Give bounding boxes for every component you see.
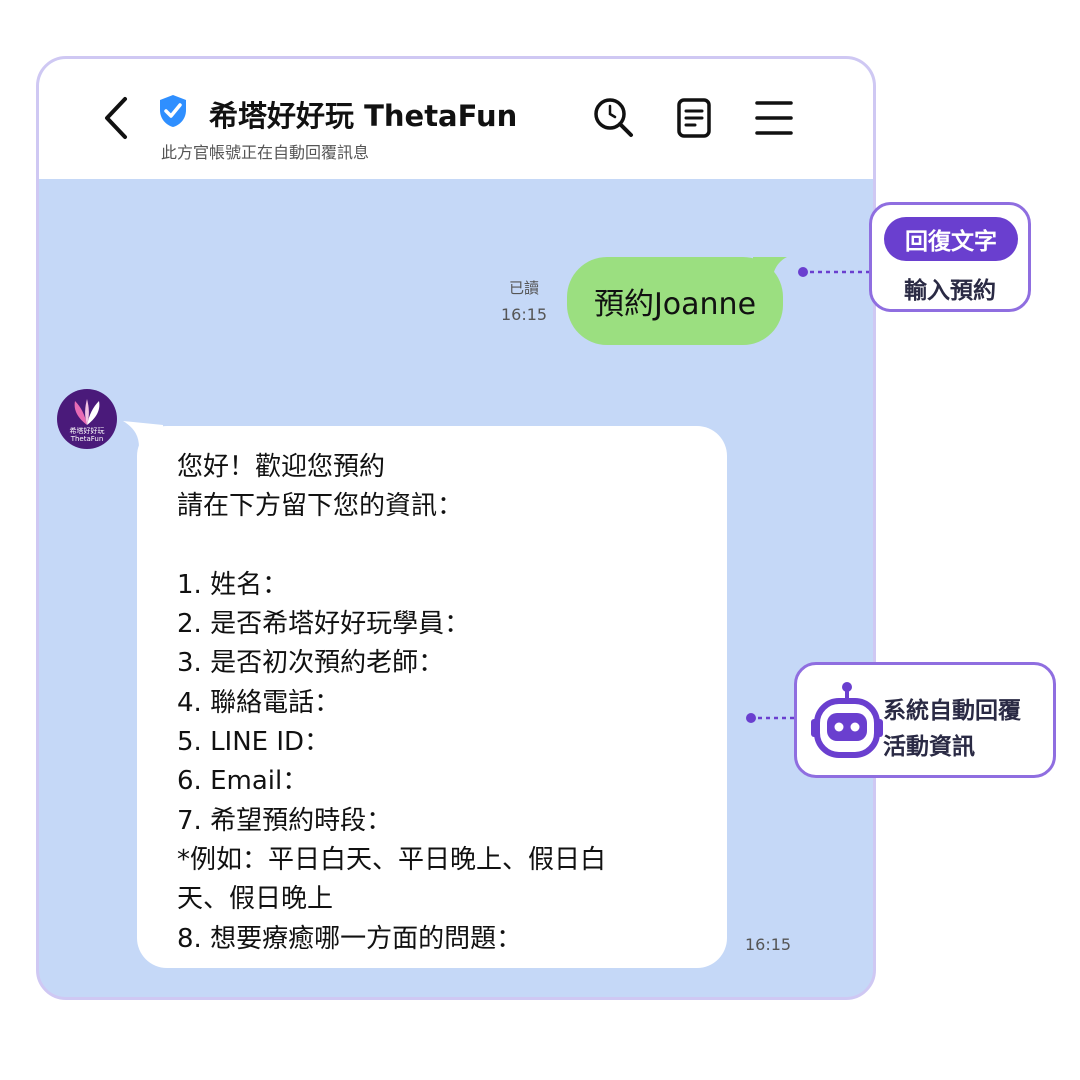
message-line: 您好！歡迎您預約 bbox=[177, 452, 386, 482]
read-receipt: 已讀 bbox=[509, 279, 540, 297]
callout-description: 活動資訊 bbox=[883, 734, 975, 760]
message-line: 7. 希望預約時段： bbox=[177, 805, 393, 836]
received-timestamp: 16:15 bbox=[745, 935, 792, 954]
chat-header: 希塔好好玩 ThetaFun 此方官帳號正在自動回覆訊息 bbox=[39, 59, 873, 179]
callout-description: 系統自動回覆 bbox=[883, 698, 1021, 724]
robot-icon bbox=[811, 682, 883, 758]
sent-timestamp: 16:15 bbox=[501, 305, 548, 324]
search-icon[interactable] bbox=[591, 95, 637, 141]
message-line: 天、假日晚上 bbox=[177, 884, 334, 915]
verified-badge-icon bbox=[160, 95, 186, 127]
message-line: 2. 是否希塔好好玩學員： bbox=[177, 609, 471, 640]
message-line: 請在下方留下您的資訊： bbox=[177, 491, 464, 522]
message-line bbox=[177, 527, 697, 566]
message-line: 4. 聯絡電話： bbox=[177, 687, 341, 718]
logo-leaf-icon bbox=[74, 399, 100, 425]
outgoing-message[interactable]: 預約Joanne bbox=[567, 257, 783, 345]
incoming-message[interactable]: 您好！歡迎您預約 請在下方留下您的資訊： 1. 姓名： 2. 是否希塔好好玩學員… bbox=[137, 426, 727, 968]
menu-icon[interactable] bbox=[751, 95, 797, 141]
callout-connector bbox=[798, 267, 870, 277]
callout-pill-label: 回復文字 bbox=[884, 217, 1018, 261]
auto-reply-notice: 此方官帳號正在自動回覆訊息 bbox=[161, 143, 370, 162]
message-line: 3. 是否初次預約老師： bbox=[177, 648, 445, 679]
back-icon[interactable] bbox=[101, 95, 131, 141]
auto-reply-callout: 系統自動回覆 活動資訊 bbox=[794, 662, 1056, 778]
reply-text-callout: 回復文字 輸入預約 bbox=[869, 202, 1031, 312]
message-line: *例如：平日白天、平日晚上、假日白 bbox=[177, 844, 607, 875]
chat-window: 希塔好好玩 ThetaFun 此方官帳號正在自動回覆訊息 已讀 16:15 預約… bbox=[36, 56, 876, 1000]
message-line: 1. 姓名： bbox=[177, 569, 289, 600]
callout-connector bbox=[746, 713, 800, 723]
callout-description: 輸入預約 bbox=[904, 278, 996, 304]
avatar[interactable]: 希塔好好玩 ThetaFun bbox=[57, 389, 117, 449]
message-line: 6. Email： bbox=[177, 766, 309, 797]
message-line: 8. 想要療癒哪一方面的問題： bbox=[177, 923, 523, 954]
notes-icon[interactable] bbox=[671, 95, 717, 141]
account-title: 希塔好好玩 ThetaFun bbox=[209, 99, 518, 133]
avatar-label: 希塔好好玩 ThetaFun bbox=[69, 427, 105, 443]
message-line: 5. LINE ID： bbox=[177, 727, 331, 758]
